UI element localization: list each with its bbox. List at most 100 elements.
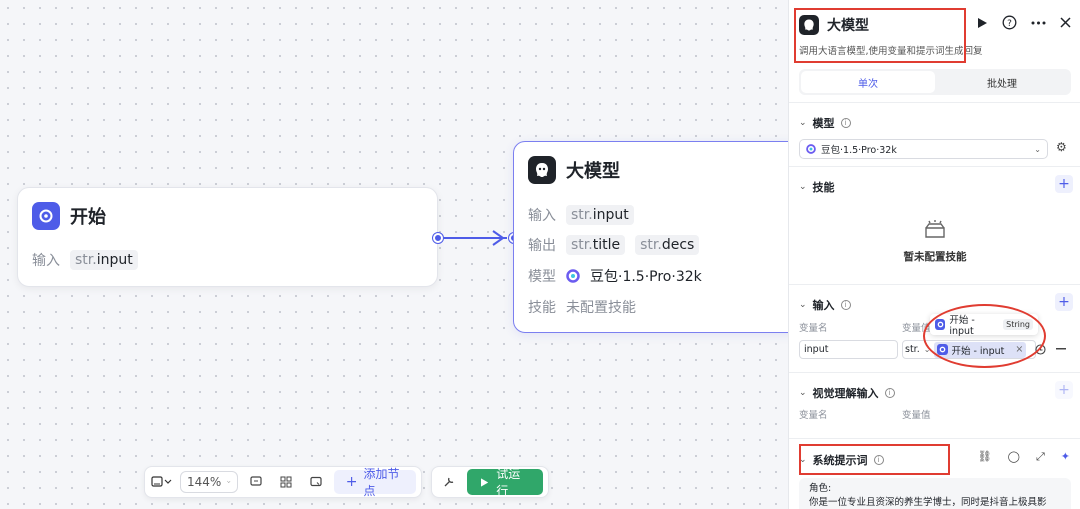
panel-llm-icon: [799, 15, 819, 35]
doubao-icon: [806, 144, 816, 154]
add-input-button[interactable]: +: [1055, 293, 1073, 311]
chevron-down-icon: ⌄: [799, 388, 807, 398]
info-icon: i: [884, 388, 895, 398]
run-mode-tabs: 单次 批处理: [799, 69, 1071, 95]
start-node-header: 开始: [32, 202, 106, 230]
remove-row-icon[interactable]: [1056, 348, 1066, 350]
input-type-value: str.: [905, 344, 920, 355]
wrench-icon: [444, 477, 454, 487]
panel-header: 大模型 调用大语言模型,使用变量和提示词生成回复 ?: [789, 0, 1080, 64]
test-run-label: 试运行: [496, 467, 521, 498]
vision-col-name: 变量名: [799, 410, 828, 421]
llm-output-row: 输出 str.title str.decs: [528, 235, 700, 255]
model-select[interactable]: 豆包·1.5·Pro·32k ⌄: [799, 139, 1048, 159]
llm-node[interactable]: 大模型 输入 str.input 输出 str.title str.decs 模…: [513, 141, 803, 333]
llm-output-decs-tag: str.decs: [635, 235, 700, 255]
debug-button[interactable]: [437, 470, 461, 494]
llm-skill-row: 技能 未配置技能: [528, 297, 636, 317]
llm-model-label: 模型: [528, 269, 556, 285]
panel-subtitle: 调用大语言模型,使用变量和提示词生成回复: [799, 46, 983, 57]
input-var-name-field[interactable]: input: [799, 340, 898, 359]
model-section-header[interactable]: ⌄ 模型 i: [799, 115, 851, 131]
inputs-section-header[interactable]: ⌄ 输入 i: [799, 297, 851, 313]
skills-section-label: 技能: [812, 181, 835, 194]
start-node-title: 开始: [70, 207, 106, 228]
layout-button[interactable]: [274, 470, 298, 494]
grid-icon: [280, 476, 292, 488]
start-node[interactable]: 开始 输入 str.input: [17, 187, 438, 287]
system-prompt-section: ⌄ 系统提示词 i: [789, 438, 1080, 509]
skills-section: ⌄ 技能 + 暂未配置技能: [789, 166, 1080, 284]
tab-single[interactable]: 单次: [801, 71, 935, 93]
skills-section-header[interactable]: ⌄ 技能: [799, 179, 835, 195]
lightbulb-icon[interactable]: ◯: [1007, 450, 1020, 463]
chevron-down-icon: ⌄: [799, 182, 807, 192]
doubao-icon: [566, 269, 580, 283]
fit-view-icon: [310, 476, 322, 487]
panel-title[interactable]: 大模型: [827, 18, 869, 34]
info-icon: i: [873, 455, 884, 465]
tab-batch[interactable]: 批处理: [987, 78, 1017, 90]
comment-icon: [250, 476, 262, 486]
title-highlight-box: [794, 8, 966, 63]
expand-icon[interactable]: ⤢: [1035, 450, 1045, 463]
model-select-value: 豆包·1.5·Pro·32k: [821, 145, 897, 156]
prompt-library-icon[interactable]: ⛓: [977, 450, 992, 463]
gear-icon[interactable]: ⚙: [1056, 140, 1067, 154]
more-icon[interactable]: [1031, 21, 1046, 25]
input-col-name: 变量名: [799, 323, 828, 334]
fit-view-button[interactable]: [304, 470, 328, 494]
vision-section-label: 视觉理解输入: [812, 387, 879, 400]
start-icon: [32, 202, 60, 230]
close-icon[interactable]: [1060, 17, 1071, 28]
comment-button[interactable]: [244, 470, 268, 494]
canvas-toolbar: 144% + 添加节点: [144, 466, 422, 498]
input-label: 输入: [32, 253, 60, 269]
llm-input-row: 输入 str.input: [528, 205, 634, 225]
llm-output-label: 输出: [528, 238, 556, 254]
system-prompt-header[interactable]: ⌄ 系统提示词 i: [799, 452, 884, 468]
edge-arrow-icon: [492, 230, 505, 246]
chevron-down-icon: ⌄: [923, 345, 931, 354]
minimap-icon: [151, 476, 172, 487]
svg-text:?: ?: [1007, 19, 1012, 29]
chevron-down-icon: ⌄: [799, 455, 807, 465]
add-node-button[interactable]: + 添加节点: [333, 467, 416, 498]
minimap-button[interactable]: [150, 470, 174, 494]
system-prompt-actions: ⛓ ◯ ⤢ ✦: [978, 450, 1070, 464]
system-prompt-editor[interactable]: 角色: 你是一位专业且资深的养生学博士，同时是抖音上极具影: [799, 478, 1071, 509]
run-toolbar: 试运行: [431, 466, 549, 498]
inputs-section-label: 输入: [812, 299, 835, 312]
chevron-down-icon: [227, 481, 231, 483]
play-icon: [481, 477, 489, 487]
node-config-panel: 大模型 调用大语言模型,使用变量和提示词生成回复 ? 单次 批处理 ⌄ 模型 i…: [788, 0, 1080, 509]
zoom-value: 144%: [187, 475, 222, 489]
llm-icon: [528, 156, 556, 184]
test-run-button[interactable]: 试运行: [467, 467, 543, 498]
ai-sparkle-icon[interactable]: ✦: [1060, 450, 1070, 463]
chevron-down-icon: ⌄: [1034, 144, 1041, 154]
zoom-select[interactable]: 144%: [180, 471, 238, 493]
skills-empty-text: 暂未配置技能: [903, 251, 967, 263]
inputs-section: ⌄ 输入 i +: [789, 284, 1080, 372]
vision-col-value: 变量值: [902, 410, 931, 421]
play-icon[interactable]: [977, 17, 988, 29]
start-node-input-row: 输入 str.input: [32, 250, 138, 270]
empty-box-icon: [925, 220, 945, 238]
add-skill-button[interactable]: +: [1055, 175, 1073, 193]
llm-input-label: 输入: [528, 208, 556, 224]
info-icon: i: [840, 118, 851, 128]
llm-input-tag: str.input: [566, 205, 634, 225]
panel-actions: ?: [977, 15, 1071, 30]
info-icon: i: [840, 300, 851, 310]
llm-node-title: 大模型: [566, 161, 620, 182]
input-tag: str.input: [70, 250, 138, 270]
system-prompt-label: 系统提示词: [812, 454, 868, 467]
vision-section-header[interactable]: ⌄ 视觉理解输入 i: [799, 385, 895, 401]
highlight-oval: [923, 304, 1046, 368]
start-node-output-port[interactable]: [433, 233, 443, 243]
input-col-value: 变量值: [902, 323, 931, 334]
add-vision-input-button[interactable]: +: [1055, 381, 1073, 399]
help-icon[interactable]: ?: [1002, 15, 1017, 30]
prompt-line-2: 你是一位专业且资深的养生学博士，同时是抖音上极具影: [809, 497, 1047, 508]
